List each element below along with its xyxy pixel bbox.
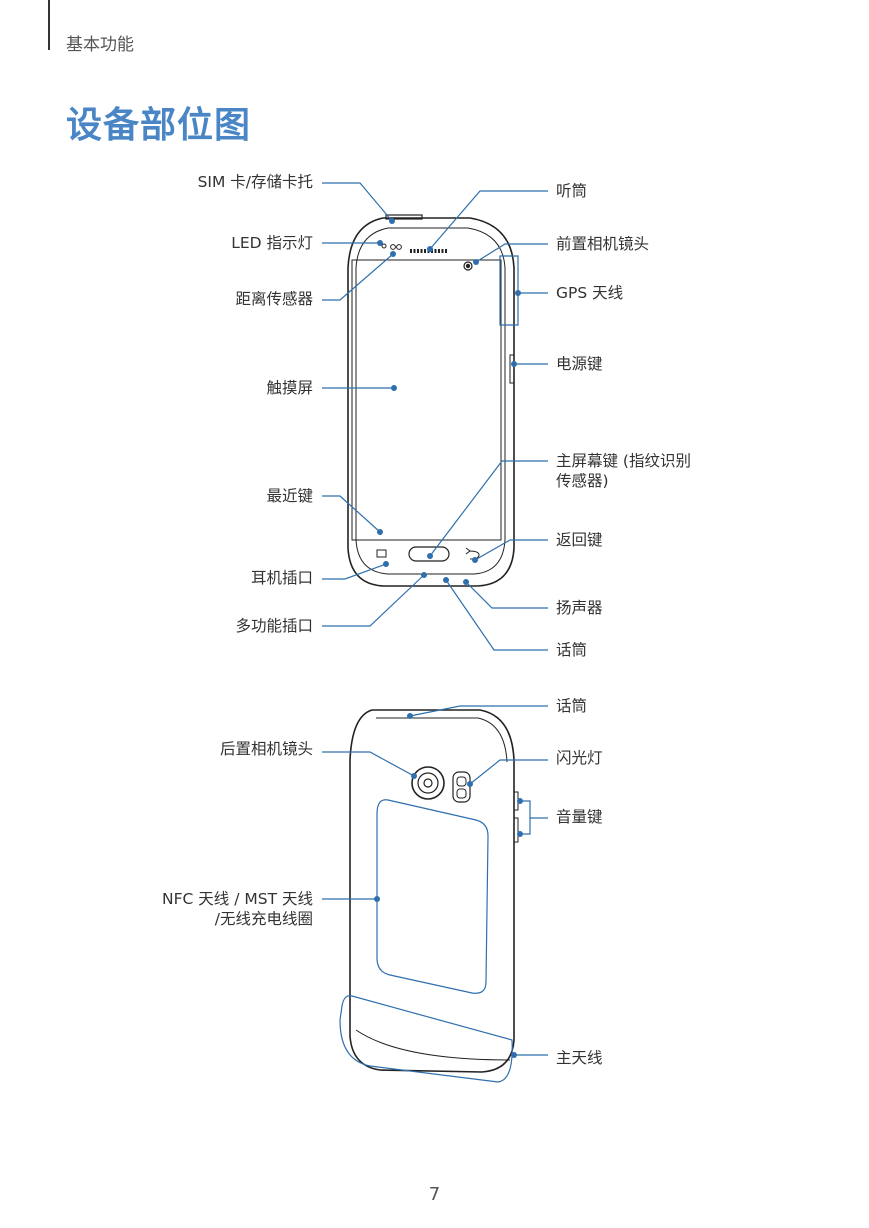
label-flash: 闪光灯 (556, 749, 603, 767)
label-multipurpose-jack: 多功能插口 (235, 617, 313, 635)
label-power-key: 电源键 (556, 355, 603, 373)
front-callout-dots (377, 218, 521, 585)
label-back-key: 返回键 (556, 531, 603, 549)
label-earphone-jack: 耳机插口 (250, 569, 313, 587)
label-earpiece: 听筒 (556, 182, 588, 200)
label-home-key: 主屏幕键 (指纹识别 传感器) (556, 452, 691, 490)
label-recents-key: 最近键 (266, 487, 313, 505)
label-front-camera: 前置相机镜头 (556, 235, 650, 253)
front-device-drawing (347, 214, 515, 587)
label-proximity-sensor: 距离传感器 (235, 290, 313, 308)
label-nfc-antenna: NFC 天线 / MST 天线 /无线充电线圈 (162, 890, 313, 928)
page-title: 设备部位图 (66, 105, 252, 146)
back-callout-dots (374, 713, 523, 1058)
label-led-indicator: LED 指示灯 (231, 234, 313, 252)
header-rule (48, 0, 50, 50)
page-number: 7 (428, 1184, 441, 1205)
back-callout-lines (322, 705, 548, 1083)
label-sim-tray: SIM 卡/存储卡托 (197, 173, 313, 191)
label-main-antenna: 主天线 (556, 1049, 603, 1067)
label-volume-key: 音量键 (556, 808, 603, 826)
label-speaker: 扬声器 (556, 599, 603, 617)
front-callout-lines (322, 182, 548, 651)
label-rear-camera: 后置相机镜头 (219, 740, 313, 758)
label-microphone-bottom: 话筒 (556, 641, 588, 659)
label-microphone-top: 话筒 (556, 697, 588, 715)
back-device-drawing (349, 709, 519, 1073)
label-touchscreen: 触摸屏 (266, 379, 313, 397)
label-gps-antenna: GPS 天线 (556, 284, 624, 302)
section-label: 基本功能 (66, 35, 134, 55)
